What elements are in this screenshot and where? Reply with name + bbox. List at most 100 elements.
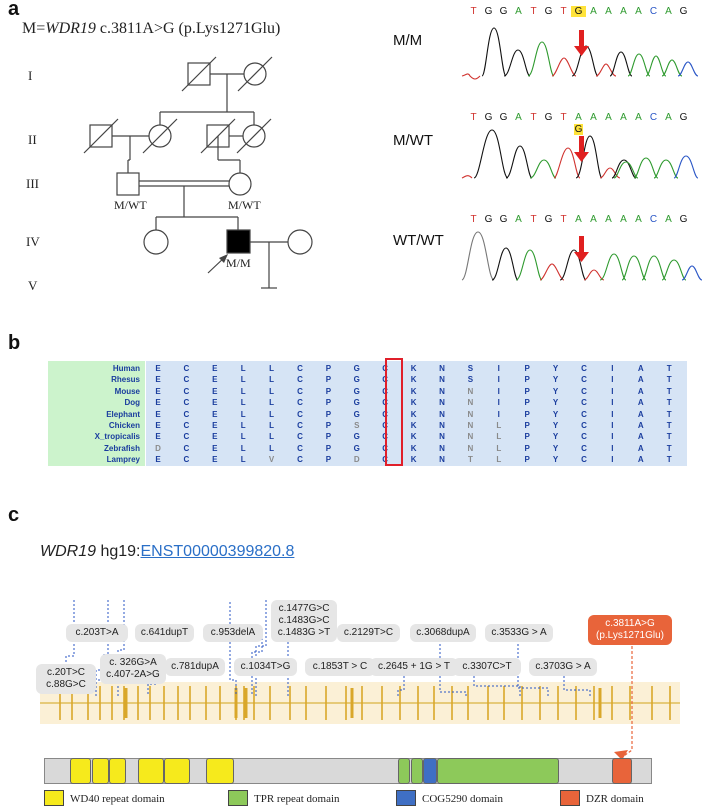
amino-acid-cell: C bbox=[183, 386, 190, 396]
wd40-domain-1 bbox=[70, 758, 91, 784]
amino-acid-cell: C bbox=[183, 398, 190, 408]
amino-acid-cell: C bbox=[297, 409, 303, 419]
sequence-base: G bbox=[679, 112, 688, 123]
variant-description: c.3811A>G (p.Lys1271Glu) bbox=[95, 20, 281, 37]
species-name: Elephant bbox=[106, 409, 140, 419]
mutation-label-15: c.3703G > A bbox=[529, 658, 597, 676]
amino-acid-cell: P bbox=[524, 398, 530, 408]
amino-acid-cell: Y bbox=[552, 443, 559, 453]
amino-acid-cell: A bbox=[637, 375, 644, 385]
sequence-base: A bbox=[635, 214, 642, 225]
generation-label-2: II bbox=[28, 132, 37, 147]
species-label-background bbox=[48, 361, 145, 466]
mutation-label-4: c.641dupT bbox=[135, 624, 194, 642]
generation-label-4: IV bbox=[26, 234, 40, 249]
amino-acid-cell: E bbox=[155, 398, 161, 408]
amino-acid-cell: L bbox=[240, 375, 246, 385]
generation-label-3: III bbox=[26, 176, 39, 191]
amino-acid-cell: E bbox=[212, 364, 218, 373]
wd40-domain-2 bbox=[92, 758, 109, 784]
mutation-label-1: c.20T>C c.88G>C bbox=[36, 664, 96, 694]
pedigree-gen3-father bbox=[116, 172, 140, 196]
transcript-title: WDR19 hg19:ENST00000399820.8 bbox=[40, 543, 294, 561]
amino-acid-cell: I bbox=[497, 375, 500, 385]
sequence-base: G bbox=[544, 112, 553, 123]
sequence-base: G bbox=[544, 6, 553, 17]
amino-acid-cell: C bbox=[183, 443, 190, 453]
legend-swatch-wd40 bbox=[44, 790, 64, 806]
sequence-base: A bbox=[605, 6, 612, 17]
amino-acid-cell: L bbox=[240, 432, 246, 442]
amino-acid-cell: N bbox=[439, 386, 445, 396]
amino-acid-cell: I bbox=[497, 398, 500, 408]
variant-gene: WDR19 bbox=[45, 20, 96, 37]
amino-acid-cell: P bbox=[325, 455, 332, 465]
amino-acid-cell: L bbox=[496, 443, 502, 453]
cog5290-domain bbox=[423, 758, 437, 784]
amino-acid-cell: E bbox=[212, 398, 218, 408]
amino-acid-cell: A bbox=[637, 398, 644, 408]
amino-acid-cell: C bbox=[297, 443, 303, 453]
amino-acid-cell: P bbox=[524, 432, 530, 442]
sequence-base: C bbox=[649, 214, 658, 225]
wd40-domain-6 bbox=[206, 758, 234, 784]
amino-acid-cell: G bbox=[353, 409, 360, 419]
amino-acid-cell: E bbox=[155, 455, 161, 465]
amino-acid-cell: G bbox=[353, 375, 360, 385]
transcript-link[interactable]: ENST00000399820.8 bbox=[140, 543, 295, 560]
amino-acid-cell: E bbox=[155, 421, 161, 430]
sequence-base: A bbox=[515, 214, 522, 225]
amino-acid-cell: N bbox=[439, 421, 445, 430]
dzr-domain bbox=[612, 758, 632, 784]
tpr-domain-1 bbox=[398, 758, 410, 784]
sequence-base: A bbox=[620, 214, 627, 225]
generation-label-5: V bbox=[28, 278, 38, 293]
sequence-base: A bbox=[590, 112, 597, 123]
amino-acid-cell: A bbox=[637, 432, 644, 442]
transcript-gene: WDR19 bbox=[40, 543, 97, 560]
amino-acid-cell: P bbox=[524, 375, 530, 385]
mutation-label-7: c.1034T>G bbox=[234, 658, 297, 676]
amino-acid-cell: Y bbox=[552, 421, 559, 430]
sequence-base: T bbox=[470, 112, 477, 123]
amino-acid-cell: I bbox=[611, 421, 614, 430]
sequence-base: A bbox=[590, 214, 597, 225]
amino-acid-cell: C bbox=[581, 443, 587, 453]
amino-acid-cell: P bbox=[524, 443, 530, 453]
amino-acid-cell: E bbox=[212, 409, 218, 419]
amino-acid-cell: E bbox=[212, 386, 218, 396]
amino-acid-cell: Y bbox=[552, 398, 559, 408]
panel-letter-c: c bbox=[8, 504, 20, 526]
sequence-base: T bbox=[560, 214, 567, 225]
amino-acid-cell: L bbox=[269, 364, 275, 373]
sequence-base: A bbox=[515, 112, 522, 123]
amino-acid-cell: E bbox=[155, 386, 161, 396]
sequence-base: A bbox=[620, 112, 627, 123]
amino-acid-cell: I bbox=[497, 364, 500, 373]
amino-acid-cell: C bbox=[297, 432, 303, 442]
sequence-base: G bbox=[544, 214, 553, 225]
amino-acid-cell: C bbox=[581, 409, 587, 419]
pedigree-genotype-mother: M/WT bbox=[228, 198, 261, 212]
amino-acid-cell: P bbox=[524, 455, 530, 465]
amino-acid-cell: E bbox=[212, 443, 218, 453]
amino-acid-cell: L bbox=[240, 386, 246, 396]
amino-acid-cell: L bbox=[496, 455, 502, 465]
amino-acid-cell: G bbox=[353, 398, 360, 408]
amino-acid-cell: C bbox=[297, 386, 303, 396]
sequence-base: T bbox=[530, 214, 537, 225]
amino-acid-cell: C bbox=[183, 432, 190, 442]
sequence-base: T bbox=[530, 6, 537, 17]
pedigree-gen4-spouse bbox=[287, 229, 313, 255]
pedigree-gen4-sister bbox=[143, 229, 169, 255]
amino-acid-cell: C bbox=[581, 421, 587, 430]
amino-acid-cell: P bbox=[325, 386, 332, 396]
amino-acid-cell: C bbox=[297, 375, 303, 385]
heterozygous-extra-base: G bbox=[574, 124, 583, 135]
